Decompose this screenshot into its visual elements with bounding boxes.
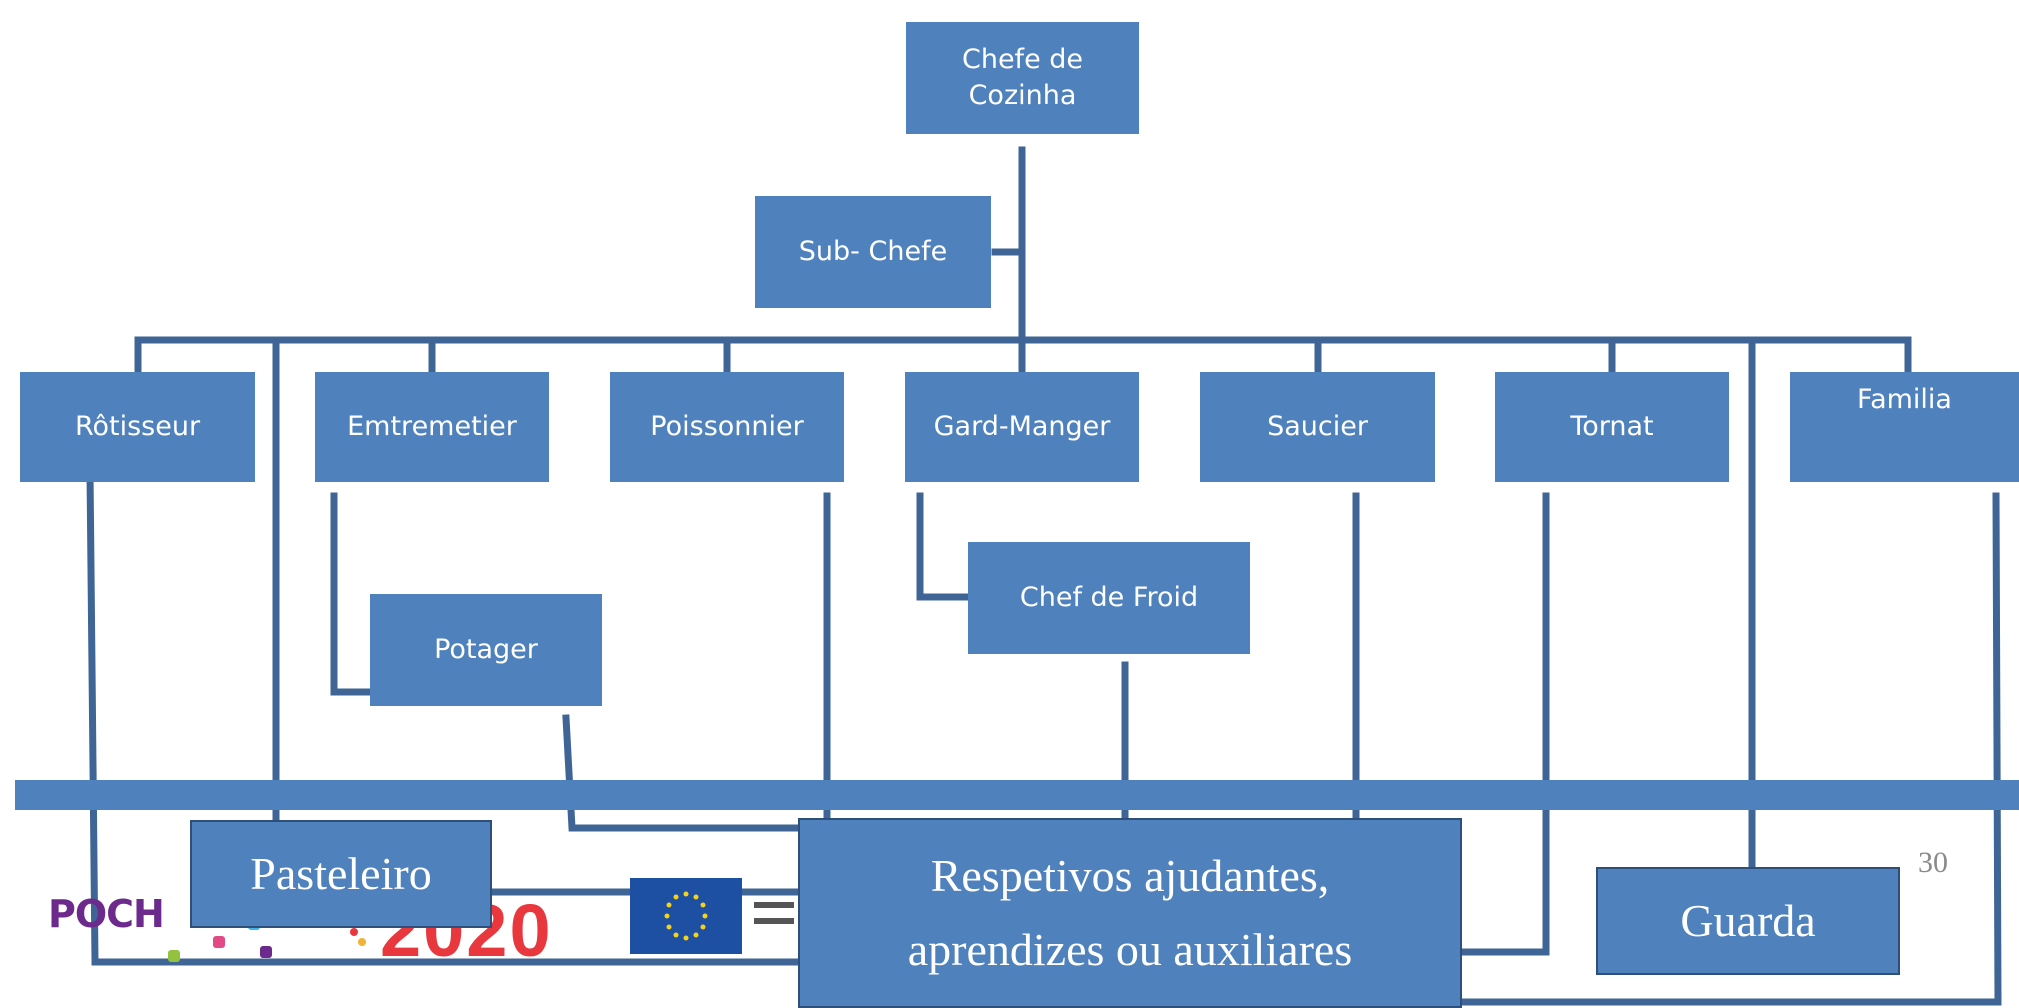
node-tornat: Tornat (1495, 372, 1729, 482)
node-chefe-de-cozinha: Chefe de Cozinha (906, 22, 1139, 134)
eu-caption-lines (754, 892, 794, 940)
node-gard-manger: Gard-Manger (905, 372, 1139, 482)
node-saucier: Saucier (1200, 372, 1435, 482)
page-number: 30 (1918, 846, 1948, 879)
node-chef-de-froid: Chef de Froid (968, 542, 1250, 654)
node-emtremetier: Emtremetier (315, 372, 549, 482)
node-respetivos: Respetivos ajudantes, aprendizes ou auxi… (798, 818, 1462, 1008)
poch-logo-text: POCH (48, 892, 165, 936)
node-guarda: Guarda (1596, 867, 1900, 975)
node-rotisseur: Rôtisseur (20, 372, 255, 482)
node-pasteleiro: Pasteleiro (190, 820, 492, 928)
footer-band (15, 780, 2019, 810)
node-sub-chefe: Sub- Chefe (755, 196, 991, 308)
eu-flag-icon (630, 878, 742, 954)
node-familia: Familia (1790, 372, 2019, 482)
node-poissonnier: Poissonnier (610, 372, 844, 482)
node-potager: Potager (370, 594, 602, 706)
